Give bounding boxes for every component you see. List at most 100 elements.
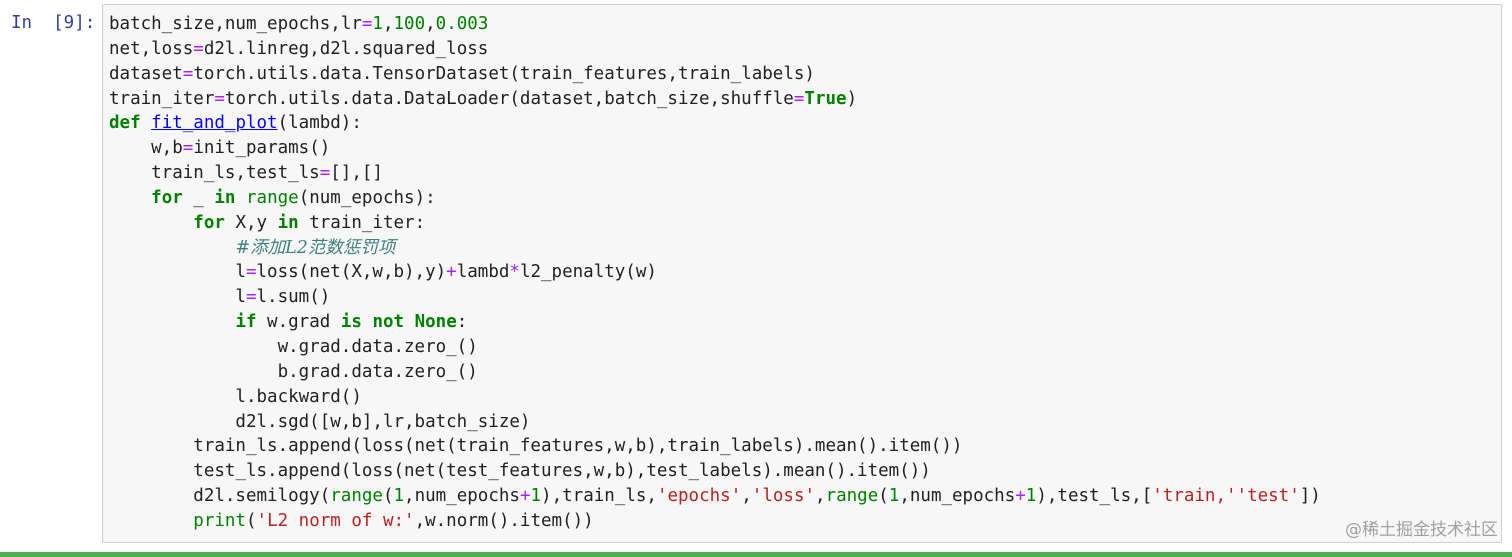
keyword-token: in [214,187,236,208]
code-line[interactable]: train_ls,test_ls=[],[] [109,161,1321,186]
keyword-token: in [277,212,299,233]
code-line[interactable]: test_ls.append(loss(net(test_features,w,… [109,459,1321,484]
code-text: b.grad.data.zero_() [109,361,478,382]
code-line[interactable]: batch_size,num_epochs,lr=1,100,0.003 [109,12,1321,37]
code-line[interactable]: d2l.sgd([w,b],lr,batch_size) [109,410,1321,435]
code-text: ),train_ls, [541,486,657,507]
code-line[interactable]: for _ in range(num_epochs): [109,186,1321,211]
builtin-token: range [246,187,299,208]
code-text: lambd [456,262,510,283]
keyword-token: def [109,113,141,134]
code-text: _ [182,187,215,208]
code-text: ]) [1299,486,1321,507]
code-line[interactable]: w.grad.data.zero_() [109,335,1321,360]
code-text: batch_size,num_epochs,lr [109,14,362,34]
code-text: net,loss [109,38,194,59]
code-line[interactable]: for X,y in train_iter: [109,211,1321,236]
code-line[interactable]: w,b=init_params() [109,136,1321,161]
code-text: l [109,287,246,308]
code-text: d2l.linreg,d2l.squared_loss [203,38,489,59]
code-text: w.grad.data.zero_() [109,336,478,357]
operator-token: = [319,163,331,184]
code-text: X,y [224,212,278,233]
code-text [362,312,373,332]
code-text: , [425,14,436,34]
operator-token: + [446,262,457,283]
code-text: , [382,14,394,34]
number-token: 0.003 [435,14,489,34]
keyword-token: if [235,312,257,333]
code-text: ( [382,486,394,507]
code-text: , [741,486,752,507]
code-text: ) [846,88,858,109]
code-text: init_params() [193,138,331,159]
code-text [141,113,152,133]
keyword-token: for [193,212,225,233]
code-text: w,b [109,138,183,159]
code-line[interactable]: d2l.semilogy(range(1,num_epochs+1),train… [109,484,1321,509]
code-text: dataset [109,63,183,84]
code-line[interactable]: train_iter=torch.utils.data.DataLoader(d… [109,87,1321,112]
code-line[interactable]: print('L2 norm of w:',w.norm().item()) [109,509,1321,534]
code-text [235,188,246,208]
code-line[interactable]: def fit_and_plot(lambd): [109,111,1321,136]
operator-token: = [361,14,373,34]
code-text [404,312,415,332]
code-text: train_iter: [298,212,426,233]
code-text: ( [245,510,257,531]
code-text: torch.utils.data.DataLoader(dataset,batc… [224,88,794,109]
keyword-token: True [804,88,847,109]
code-text: l2_penalty(w) [519,262,657,283]
keyword-token: not [372,312,405,333]
operator-token: = [245,287,257,308]
code-text: w.grad [256,312,341,333]
code-text [109,312,235,332]
string-token: 'L2 norm of w:' [256,510,415,531]
number-token: 1 [1025,486,1037,507]
number-token: 1 [393,486,405,507]
string-token: 'epochs' [656,486,742,507]
code-text [109,213,193,233]
code-line[interactable]: dataset=torch.utils.data.TensorDataset(t… [109,62,1321,87]
operator-token: = [182,138,194,159]
code-text: ,w.norm().item()) [414,510,594,531]
code-text: ,num_epochs [404,486,520,507]
input-prompt: In [9]: [11,13,96,33]
code-line[interactable]: #添加L2范数惩罚项 [109,236,1321,261]
operator-token: = [245,262,257,283]
code-line[interactable]: l=loss(net(X,w,b),y)+lambd*l2_penalty(w) [109,260,1321,285]
code-text: (lambd): [277,113,362,134]
string-token: 'loss' [751,486,816,507]
code-text: torch.utils.data.TensorDataset(train_fea… [193,63,815,84]
selected-cell-indicator [0,552,1512,557]
code-line[interactable]: b.grad.data.zero_() [109,360,1321,385]
code-text [109,188,151,208]
watermark: @稀土掘金技术社区 [1345,520,1498,540]
operator-token: = [214,88,225,109]
code-line[interactable]: l=l.sum() [109,285,1321,310]
code-line[interactable]: l.backward() [109,385,1321,410]
code-line[interactable]: net,loss=d2l.linreg,d2l.squared_loss [109,37,1321,62]
code-line[interactable]: if w.grad is not None: [109,310,1321,335]
code-text: : [456,312,468,333]
code-line[interactable]: train_ls.append(loss(net(train_features,… [109,434,1321,459]
code-text: d2l.semilogy( [109,486,331,507]
code-text: train_ls.append(loss(net(train_features,… [109,436,963,457]
code-text: loss(net(X,w,b),y) [256,262,447,283]
code-text: l.sum() [256,287,331,308]
code-text: l.backward() [109,386,362,407]
operator-token: = [193,38,204,59]
number-token: 1 [888,486,900,507]
keyword-token: None [414,312,457,333]
code-text: train_ls,test_ls [109,163,320,184]
code-text: l [109,262,246,283]
number-token: 1 [530,486,542,507]
number-token: 1 [372,14,383,34]
code-text: d2l.sgd([w,b],lr,batch_size) [109,411,531,432]
number-token: 100 [393,14,426,34]
operator-token: = [182,63,194,84]
code-text: ),test_ls,[ [1036,486,1153,507]
